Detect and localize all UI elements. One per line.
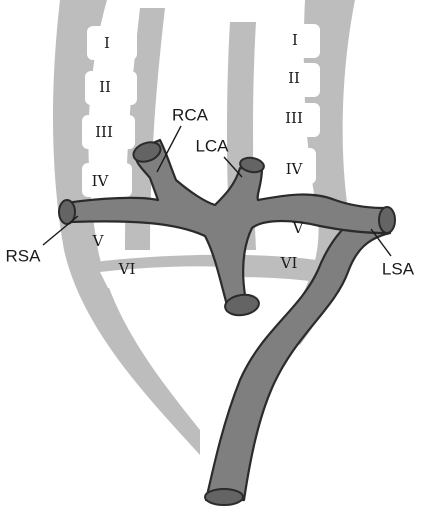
embryonic-framework	[53, 0, 355, 455]
right-arch-gap	[262, 148, 316, 184]
left-arch-gap	[82, 115, 135, 149]
right-arch-label-v: V	[292, 219, 305, 237]
ascending-aorta-open-end	[224, 293, 260, 317]
right-arch-labels: I II III IV V VI	[280, 31, 305, 272]
left-arch-gap	[87, 26, 137, 60]
right-arch-gap	[262, 24, 320, 58]
right-arch-label-ii: II	[288, 69, 300, 87]
rsa-pointer	[42, 215, 79, 246]
rca-pointer	[156, 125, 182, 173]
lca-open-end	[239, 156, 265, 174]
vessel-labels: RCA LCA RSA LSA	[6, 105, 415, 278]
right-arch-gap	[262, 63, 320, 97]
right-arch-label-iv: IV	[286, 160, 304, 178]
lsa-open-end	[378, 206, 396, 234]
persisting-vessels	[58, 138, 396, 506]
left-arch-column	[125, 8, 165, 250]
left-lower-gap	[100, 266, 232, 288]
left-arch-labels: I II III IV V VI	[92, 34, 136, 278]
rsa-open-end	[58, 199, 76, 225]
left-arch-label-iv: IV	[92, 172, 110, 190]
descending-aorta-open-end	[204, 488, 244, 506]
rsa-label: RSA	[6, 246, 42, 265]
right-arch-label-i: I	[292, 31, 298, 49]
right-arch-label-vi: VI	[280, 254, 298, 272]
lca-pointer	[223, 156, 243, 178]
lsa-pointer	[370, 228, 392, 257]
right-arch-gap	[262, 103, 320, 137]
aortic-arch-body	[64, 138, 387, 307]
left-arch-label-v: V	[92, 232, 105, 250]
left-arch-gap	[85, 71, 137, 105]
rca-open-end	[132, 141, 162, 163]
left-arch-gap	[82, 163, 132, 197]
left-arch-label-iii: III	[95, 123, 113, 141]
rca-label: RCA	[172, 105, 209, 124]
lsa-label: LSA	[382, 259, 415, 278]
left-dorsal-aorta	[53, 0, 200, 455]
right-arch-label-iii: III	[285, 109, 303, 127]
lca-label: LCA	[195, 136, 229, 155]
left-arch-label-ii: II	[99, 78, 111, 96]
left-arch-label-vi: VI	[118, 260, 136, 278]
left-arch-label-i: I	[104, 34, 110, 52]
